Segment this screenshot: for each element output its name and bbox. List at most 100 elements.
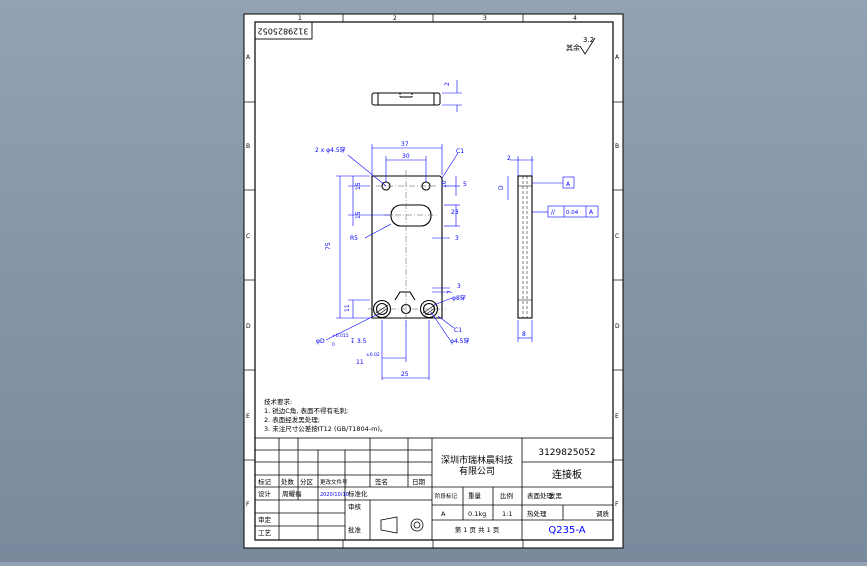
material: Q235-A bbox=[548, 525, 585, 536]
dim-top-view-2: 2 bbox=[444, 82, 451, 86]
zone-mark-right-b: B bbox=[615, 143, 619, 150]
check-label: 审核 bbox=[348, 502, 362, 511]
dim-slot-r: R5 bbox=[350, 235, 358, 242]
approve-label: 批准 bbox=[348, 525, 362, 534]
dim-side-8: 8 bbox=[522, 331, 526, 338]
std-label: 标准化 bbox=[348, 489, 368, 498]
dim-right-3: 3 bbox=[457, 283, 461, 290]
sheet-info: 第 1 页 共 1 页 bbox=[455, 525, 500, 534]
dim-chamfer-c1: C1 bbox=[456, 148, 464, 155]
surface-label: 表面处理 bbox=[527, 491, 554, 500]
scale-value: 1:1 bbox=[502, 510, 512, 518]
dim-side-d: D bbox=[498, 185, 505, 190]
dim-bot-25: 25 bbox=[401, 371, 409, 378]
notes-title: 技术要求: bbox=[264, 397, 292, 406]
heat-label: 热处理 bbox=[527, 509, 547, 518]
zone-mark-left-d: D bbox=[246, 323, 251, 330]
surface-value: 发黑 bbox=[549, 491, 563, 500]
zone-mark-top-3: 3 bbox=[483, 15, 487, 22]
zone-mark-left-a: A bbox=[246, 54, 251, 61]
notes-line-2: 2. 表面经发黑处理; bbox=[264, 415, 320, 424]
dim-c-bottom: C1 bbox=[454, 327, 462, 334]
dim-left-15b: 15 bbox=[355, 211, 362, 219]
side-view bbox=[517, 175, 533, 319]
dim-dia-tol-dn: 0 bbox=[332, 342, 335, 348]
corner-code-box bbox=[254, 21, 313, 40]
dim-right-7: 7 bbox=[447, 290, 454, 294]
dim-height-75: 75 bbox=[325, 242, 332, 250]
part-name: 连接板 bbox=[552, 468, 582, 481]
weight-value: 0.1kg bbox=[468, 510, 486, 518]
dim-side-2: 2 bbox=[507, 155, 511, 162]
fcf-ref: A bbox=[589, 209, 594, 216]
zone-mark-right-a: A bbox=[615, 54, 620, 61]
company-name-line1: 深圳市瑞林晨科技 bbox=[441, 454, 513, 466]
dim-slot-width: 23 bbox=[451, 209, 459, 216]
roughness-symbol: 其余 3.2 bbox=[566, 36, 596, 55]
zone-mark-right-d: D bbox=[615, 323, 620, 330]
rev-header-doc: 更改文件号 bbox=[320, 478, 348, 486]
dim-width-37: 37 bbox=[401, 141, 409, 148]
dim-holes-2x: 2 x φ4.5穿 bbox=[315, 146, 346, 154]
weight-label: 重量 bbox=[468, 492, 482, 500]
rev-header-date: 日期 bbox=[412, 478, 426, 486]
zone-mark-right-f: F bbox=[615, 501, 619, 508]
process-label: 审定 bbox=[258, 515, 272, 524]
company-name-line2: 有限公司 bbox=[459, 465, 495, 477]
craft-label: 工艺 bbox=[258, 529, 272, 537]
fcf-symbol: // bbox=[551, 209, 556, 216]
dim-dia-tol-up: +0.015 bbox=[332, 333, 349, 339]
dim-hole-bottom: φ4.5穿 bbox=[450, 337, 470, 345]
zone-ticks bbox=[244, 14, 623, 548]
dim-top-5: 5 bbox=[463, 181, 467, 188]
dim-left-15: 15 bbox=[355, 182, 362, 190]
dim-deep: ↧ 3.5 bbox=[350, 338, 367, 345]
notes-line-1: 1. 锐边C角, 表面不得有毛刺; bbox=[264, 406, 348, 415]
notes-line-3: 3. 未注尺寸公差按IT12 (GB/T1804-m)。 bbox=[264, 424, 386, 433]
design-date: 2020/10/10 bbox=[320, 492, 349, 498]
technical-notes: 技术要求: 1. 锐边C角, 表面不得有毛刺; 2. 表面经发黑处理; 3. 未… bbox=[264, 397, 386, 433]
fcf-value: 0.04 bbox=[566, 210, 579, 216]
designer-name: 周耀福 bbox=[282, 489, 302, 498]
heat-value: 调质 bbox=[596, 509, 610, 518]
top-view bbox=[371, 92, 441, 106]
corner-code: 3129825052 bbox=[258, 27, 309, 36]
drawing-number: 3129825052 bbox=[538, 448, 595, 458]
zone-mark-right-c: C bbox=[615, 233, 619, 240]
hole-hatch bbox=[375, 304, 436, 316]
stage-label: 阶段标记 bbox=[435, 492, 458, 500]
title-block-grid bbox=[254, 437, 614, 541]
svg-text:3.2: 3.2 bbox=[583, 36, 594, 44]
dim-width-30: 30 bbox=[402, 153, 410, 160]
front-dimension-lines bbox=[325, 144, 460, 380]
zone-mark-left-b: B bbox=[246, 143, 250, 150]
rev-header-sign: 签名 bbox=[375, 477, 388, 486]
svg-text:其余: 其余 bbox=[566, 43, 580, 52]
zone-mark-right-e: E bbox=[615, 413, 619, 420]
dim-bot-tol: ±0.02 bbox=[366, 352, 380, 358]
dim-dia-d: φD bbox=[316, 338, 325, 345]
rev-header-count: 处数 bbox=[281, 477, 295, 486]
scale-label: 比例 bbox=[500, 491, 513, 500]
projection-symbol-icon bbox=[380, 516, 424, 534]
zone-mark-left-c: C bbox=[246, 233, 250, 240]
dim-top-10: 10 bbox=[441, 180, 448, 188]
top-view-dims bbox=[442, 80, 462, 112]
zone-mark-left-f: F bbox=[246, 501, 250, 508]
stage-value: A bbox=[441, 510, 446, 518]
zone-mark-top-2: 2 bbox=[393, 15, 397, 22]
designer-label: 设计 bbox=[258, 489, 272, 498]
rev-header-mark: 标记 bbox=[258, 477, 272, 486]
front-centerlines bbox=[368, 170, 446, 326]
zone-mark-top-1: 1 bbox=[298, 15, 302, 22]
dim-slot-offset: 3 bbox=[455, 235, 459, 242]
side-view-dims bbox=[507, 156, 599, 342]
dim-bot-11: 11 bbox=[356, 359, 364, 366]
dim-hole-8: φ8穿 bbox=[452, 294, 466, 302]
zone-mark-left-e: E bbox=[246, 413, 250, 420]
rev-header-zone: 分区 bbox=[300, 477, 314, 486]
datum-label: A bbox=[566, 181, 571, 188]
zone-mark-top-4: 4 bbox=[573, 15, 577, 22]
